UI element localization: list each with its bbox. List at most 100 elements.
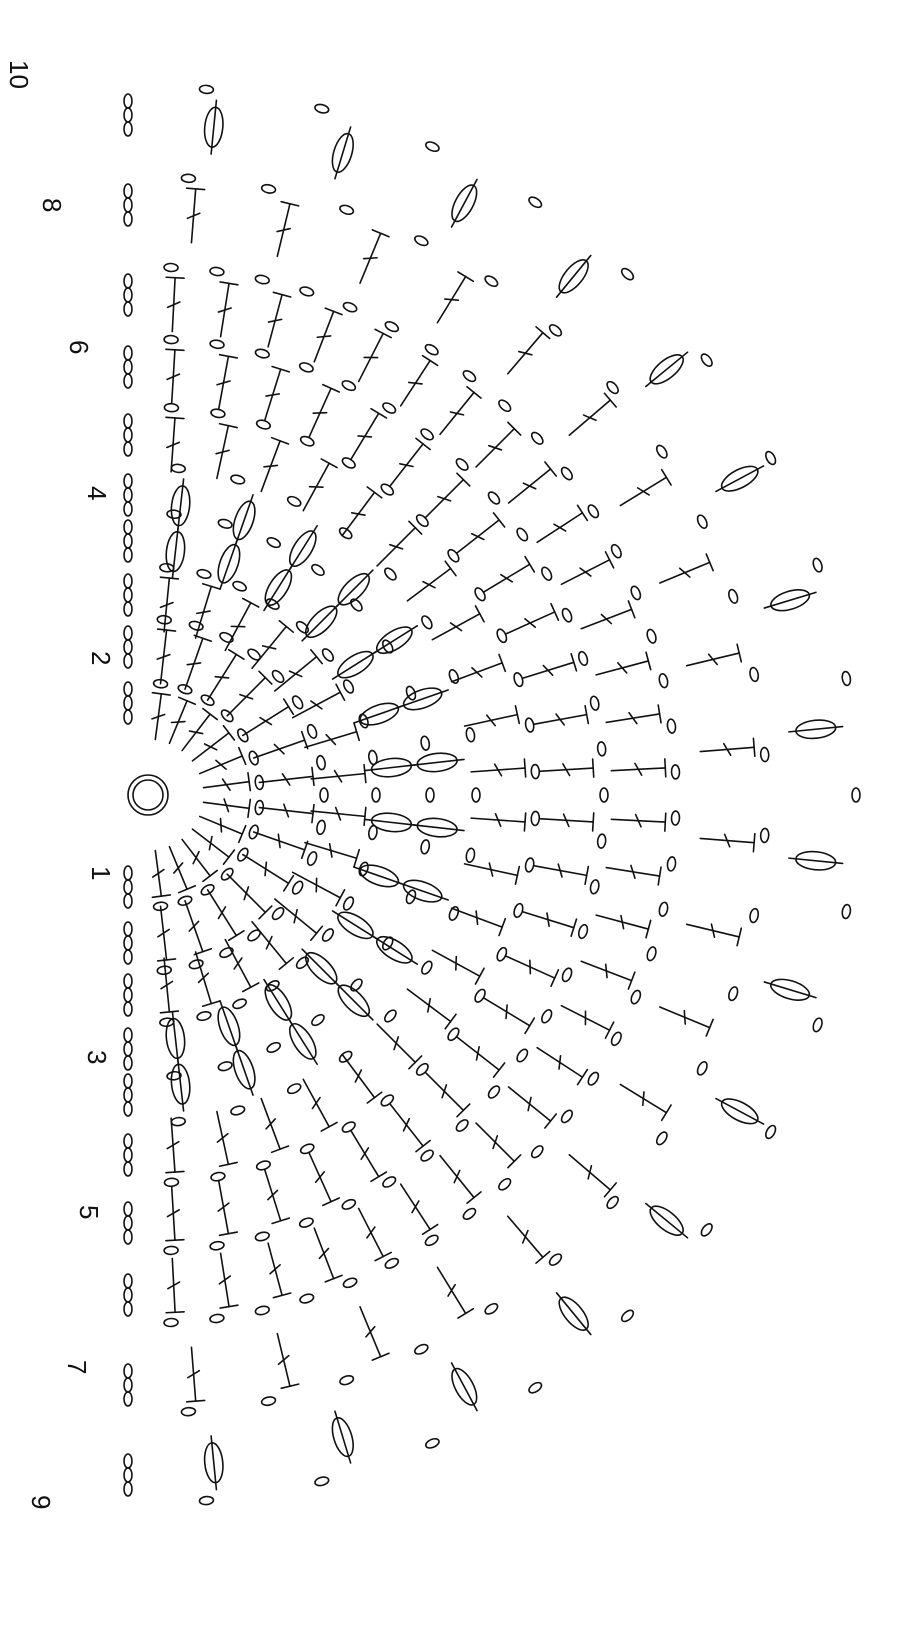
chain-stitch bbox=[342, 895, 356, 911]
turning-chain bbox=[124, 880, 132, 894]
dc-top bbox=[229, 650, 244, 660]
dc-top bbox=[536, 327, 550, 339]
turning-chain bbox=[124, 640, 132, 654]
chain-stitch bbox=[384, 1257, 400, 1271]
chain-stitch bbox=[413, 1343, 429, 1356]
dc-top bbox=[593, 813, 594, 831]
dc-top bbox=[229, 931, 244, 941]
puff-stem bbox=[452, 179, 477, 227]
dc-bar bbox=[265, 862, 266, 875]
dc-bar bbox=[205, 744, 217, 750]
chain-stitch bbox=[316, 820, 326, 835]
dc-top bbox=[445, 561, 456, 575]
turning-chain bbox=[124, 502, 132, 516]
dc-top bbox=[475, 968, 484, 984]
chain-stitch bbox=[266, 536, 282, 549]
turning-chain bbox=[124, 274, 132, 288]
chain-stitch bbox=[420, 614, 434, 630]
dc-top bbox=[239, 826, 246, 843]
turning-chain bbox=[124, 588, 132, 602]
dc-top bbox=[187, 1400, 205, 1401]
chain-stitch bbox=[658, 902, 669, 917]
dc-bar bbox=[274, 744, 284, 753]
turning-chain bbox=[124, 1378, 132, 1392]
dc-top bbox=[325, 1275, 342, 1281]
turning-chain bbox=[124, 1162, 132, 1176]
dc-bar bbox=[215, 677, 228, 678]
dc-bar bbox=[355, 1070, 361, 1082]
puff-stem bbox=[335, 982, 373, 1020]
row-label-7: 7 bbox=[62, 1360, 92, 1374]
puff-stem bbox=[397, 882, 448, 900]
dc-bar bbox=[606, 964, 607, 977]
dc-bar bbox=[187, 663, 200, 665]
chain-stitch bbox=[188, 620, 204, 632]
dc-bar bbox=[438, 497, 451, 501]
chain-stitch bbox=[699, 1222, 714, 1238]
dc-top bbox=[166, 277, 184, 278]
chain-stitch bbox=[164, 403, 178, 412]
chain-stitch bbox=[597, 834, 606, 849]
turning-chain bbox=[124, 1074, 132, 1088]
turning-chain bbox=[124, 414, 132, 428]
chain-stitch bbox=[199, 1496, 214, 1505]
dc-top bbox=[323, 1198, 339, 1205]
chain-stitch bbox=[629, 585, 642, 601]
chain-stitch bbox=[696, 514, 709, 530]
chain-stitch bbox=[419, 1148, 435, 1163]
dc-top bbox=[423, 356, 438, 366]
puff-stem bbox=[235, 1044, 253, 1095]
dc-bar bbox=[523, 483, 535, 489]
chain-stitch bbox=[383, 1008, 398, 1024]
chain-stitch bbox=[531, 811, 540, 825]
dc-top bbox=[364, 807, 366, 825]
dc-bar bbox=[266, 937, 271, 949]
chain-stitch bbox=[181, 174, 195, 183]
dc-bar bbox=[319, 1248, 328, 1258]
chain-stitch bbox=[339, 204, 355, 216]
dc-top bbox=[536, 1251, 550, 1263]
chain-stitch bbox=[164, 335, 178, 344]
dc-bar bbox=[472, 534, 484, 540]
turning-chain bbox=[124, 474, 132, 488]
dc-bar bbox=[326, 735, 335, 745]
chain-stitch bbox=[497, 1177, 513, 1192]
dc-top bbox=[551, 604, 558, 620]
chain-stitch bbox=[320, 647, 335, 663]
chain-stitch bbox=[515, 526, 530, 542]
chain-stitch bbox=[448, 906, 461, 922]
dc-bar bbox=[266, 1119, 275, 1129]
dc-bar bbox=[523, 1231, 528, 1243]
row-label-10: 10 bbox=[4, 60, 34, 89]
chain-stitch bbox=[577, 924, 589, 940]
chain-stitch bbox=[530, 1144, 545, 1160]
turning-chain bbox=[124, 442, 132, 456]
dc-top bbox=[323, 385, 339, 392]
dc-bar bbox=[543, 666, 552, 676]
chain-stitch bbox=[188, 959, 204, 971]
chain-stitch bbox=[812, 557, 824, 573]
dc-top bbox=[706, 1019, 713, 1036]
turning-chain bbox=[124, 520, 132, 534]
dc-bar bbox=[506, 1005, 507, 1018]
dc-top bbox=[239, 748, 246, 765]
turning-chain bbox=[124, 94, 132, 108]
dc-bar bbox=[172, 722, 185, 723]
chain-stitch bbox=[286, 1082, 302, 1095]
chain-stitch bbox=[299, 1142, 315, 1155]
dc-top bbox=[312, 767, 314, 785]
chain-stitch bbox=[465, 727, 475, 742]
chain-stitch bbox=[291, 694, 305, 710]
chain-stitch bbox=[605, 380, 620, 396]
chain-stitch bbox=[291, 880, 305, 896]
turning-chain bbox=[124, 108, 132, 122]
chain-stitch bbox=[852, 788, 860, 802]
dc-bar bbox=[278, 834, 280, 847]
turning-chain bbox=[124, 1274, 132, 1288]
dc-bar bbox=[489, 446, 502, 450]
chain-stitch bbox=[605, 1195, 620, 1211]
dc-top bbox=[467, 1192, 481, 1203]
turning-chain bbox=[124, 936, 132, 950]
chain-stitch bbox=[341, 379, 357, 392]
